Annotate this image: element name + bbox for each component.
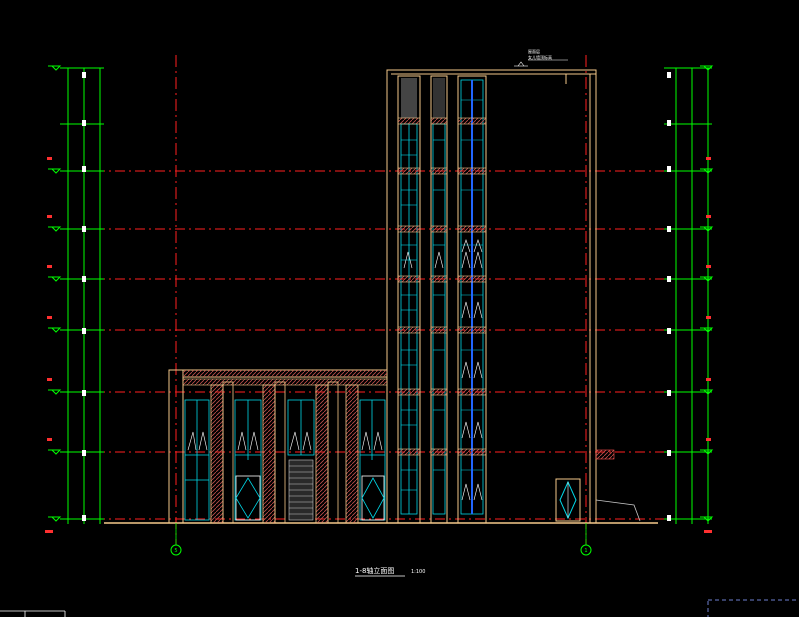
- side-entry-door: [555, 478, 581, 522]
- roof-annotation: [514, 59, 568, 67]
- left-level-flags: [48, 65, 62, 522]
- podium-piers: [210, 384, 359, 524]
- axis-lines: [175, 55, 587, 545]
- right-level-markers: [667, 72, 671, 521]
- left-level-markers: [82, 72, 86, 521]
- podium-columns: [222, 381, 339, 524]
- side-ramp: [595, 499, 641, 522]
- tower-top-panel-2: [433, 78, 445, 118]
- drawing-scale: 1:100: [411, 569, 425, 575]
- right-dimension-chain: [664, 67, 712, 524]
- corner-frame: [0, 610, 66, 617]
- tower-block: [386, 69, 597, 524]
- selection-frame: [707, 599, 799, 617]
- side-sign-block: [595, 449, 615, 460]
- axis-bubble-left: 5: [170, 523, 182, 556]
- axis-label-right: 1: [584, 548, 587, 554]
- podium-parapet: [183, 370, 387, 377]
- tower-window-triangles: [403, 239, 483, 501]
- entrance-stair: [288, 459, 314, 521]
- roof-note-2: 女儿墙顶标高: [528, 54, 552, 60]
- podium-window-triangles: [187, 431, 383, 451]
- tower-mullions: [401, 99, 483, 491]
- podium-entrance-doors: [235, 475, 385, 521]
- left-dimension-chain: [60, 67, 104, 524]
- axis-bubble-right: 1: [580, 523, 592, 556]
- roof-note-1: 屋面层: [528, 48, 540, 54]
- right-level-flags: [700, 65, 714, 522]
- right-red-level-tags: [704, 157, 712, 533]
- tower-top-panel-1: [401, 78, 417, 118]
- tower-floor-bands: [397, 117, 487, 456]
- axis-label-left: 5: [174, 548, 177, 554]
- drawing-title: 1-8轴立面图: [355, 566, 394, 575]
- left-red-level-tags: [45, 157, 53, 533]
